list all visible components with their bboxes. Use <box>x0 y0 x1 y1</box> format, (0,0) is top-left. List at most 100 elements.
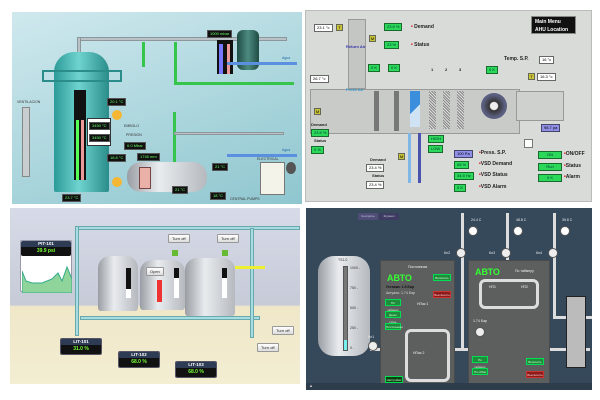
reading: 21 °C <box>212 163 229 171</box>
fan-status-label: Status <box>565 163 582 169</box>
pump-icon <box>286 162 296 174</box>
demand-label: Demand <box>370 157 386 162</box>
pit-value: 39.9 psi <box>21 247 71 256</box>
demand-label: Demand <box>311 122 327 127</box>
reading: 0.0 Mbar <box>124 142 146 150</box>
coil <box>429 91 436 129</box>
panel-title: По таймеру <box>515 269 534 273</box>
ahu-hmi-panel: Main Menu AHU Location Return Air 23.1 °… <box>305 10 592 202</box>
menu-box: Main Menu AHU Location <box>531 16 576 34</box>
turn-off-button[interactable]: Turn off <box>272 326 294 335</box>
gauge-reading: 39.8 C <box>562 218 573 222</box>
by-pump-button[interactable]: По НПак <box>472 368 488 375</box>
turn-off-button[interactable]: Turn off <box>257 343 279 352</box>
fresh-status-value: 0 % <box>311 146 324 154</box>
thermometer-gauge-icon <box>468 226 478 236</box>
yellow-railing <box>235 266 265 269</box>
ventilation-pipe <box>22 107 30 177</box>
trend-icon[interactable] <box>524 139 533 148</box>
timer-mode-button[interactable]: По таймеру <box>385 299 401 312</box>
tank-3 <box>185 258 235 316</box>
valve-icon[interactable] <box>501 248 511 258</box>
fan-status-value: Run <box>538 163 562 171</box>
level-bar <box>139 167 151 189</box>
damper-motor-icon: M <box>369 35 376 42</box>
motor-icon <box>222 250 228 256</box>
enable-button[interactable]: Включить <box>433 274 451 281</box>
temp-sp-input[interactable]: 16 °c <box>539 56 555 64</box>
lit-value: 68.0 % <box>176 368 216 377</box>
tab-control[interactable]: Контроль <box>358 213 378 220</box>
settings-button[interactable]: Настройки <box>385 376 403 383</box>
lit-label: LIT-101 <box>61 339 101 345</box>
constant-mode-button[interactable]: Постоянная <box>385 323 403 330</box>
fan-status: 0 K <box>486 66 499 74</box>
tab-log[interactable]: Журнал <box>379 213 399 220</box>
temp-sensor-icon: T <box>336 24 343 31</box>
red-valve[interactable] <box>157 280 162 302</box>
level-bar <box>217 40 233 74</box>
reading: 3450 °C <box>89 122 110 130</box>
fan-onoff-value[interactable]: ON <box>538 151 562 159</box>
fresh-demand-value: 23.5 % <box>311 129 330 137</box>
valve-icon[interactable] <box>548 248 558 258</box>
disable-button[interactable]: Выключить <box>526 371 544 378</box>
timer-mode-button[interactable]: По таймеру <box>472 356 488 369</box>
damper-motor-icon: M <box>314 108 321 115</box>
day-night-button[interactable]: День/Ночь <box>385 311 401 324</box>
reading: 18 °C <box>210 192 227 200</box>
water-pipe <box>408 133 411 183</box>
scale-tick: 750 - <box>350 286 358 290</box>
open-button[interactable]: Open <box>146 267 164 276</box>
fan-alarm-value: 0 K <box>538 174 562 182</box>
tank-level-fill <box>222 277 227 298</box>
mode-label: АВТО <box>387 273 412 283</box>
return-air-label: Return Air <box>346 44 366 49</box>
level-scale: 1000 -750 -500 -250 -0 - <box>350 266 364 351</box>
vsd-demand-label: VSD Demand <box>480 161 513 167</box>
collector <box>566 296 586 368</box>
heater-low: LOW <box>428 145 444 153</box>
valve-icon[interactable] <box>368 341 378 351</box>
label: Agua <box>282 56 291 60</box>
onoff-label: ON/OFF <box>565 151 585 157</box>
filter <box>374 91 379 131</box>
pump-icon <box>112 110 122 120</box>
vsd-alarm-label: VSD Alarm <box>480 184 507 190</box>
press-sp-label: Press. S.P. <box>480 150 506 156</box>
valve-demand-value: 23.4 % <box>366 164 385 172</box>
pump-label: НПак 1 <box>417 302 429 306</box>
green-pipe <box>174 82 294 85</box>
pump-label: НП2 <box>521 285 528 289</box>
ahu-location-button[interactable]: AHU Location <box>535 27 569 33</box>
pipe <box>80 316 260 320</box>
vsd-status-label: VSD Status <box>480 172 508 178</box>
label: VENTILACION <box>17 100 41 104</box>
return-duct <box>348 19 366 89</box>
motor-icon <box>172 250 178 256</box>
coil <box>457 91 464 129</box>
enable-button[interactable]: Включить <box>526 358 544 365</box>
scale-tick: 500 - <box>350 306 358 310</box>
filter <box>394 91 399 131</box>
pump-label: НПак 2 <box>413 351 425 355</box>
pipe <box>75 226 300 230</box>
supply-duct <box>516 91 564 121</box>
main-menu-button[interactable]: Main Menu <box>535 19 561 25</box>
valve-icon[interactable] <box>456 248 466 258</box>
pit-label: PIT-101 <box>21 241 71 247</box>
pump-label: НП1 <box>489 285 496 289</box>
turn-off-button[interactable]: Turn off <box>217 234 239 243</box>
left-control-panel: Постоянная АВТО Уставка: 1.8 Бар Актуаль… <box>380 260 455 385</box>
coil-number: 3 <box>459 67 462 72</box>
filter-status: 0 K <box>388 64 401 72</box>
turn-off-button[interactable]: Turn off <box>168 234 190 243</box>
pressure-reading: 1.74 Бар <box>473 319 487 323</box>
air-tank <box>237 30 259 70</box>
mode-label: АВТО <box>475 267 500 277</box>
temp-sp-label: Temp. S.P. <box>504 56 529 62</box>
lit-label: LIT-103 <box>176 362 216 368</box>
press-sp-input[interactable]: 100 Pa <box>454 150 473 158</box>
fan-icon <box>481 93 507 119</box>
disable-button[interactable]: Выключить <box>433 291 451 298</box>
